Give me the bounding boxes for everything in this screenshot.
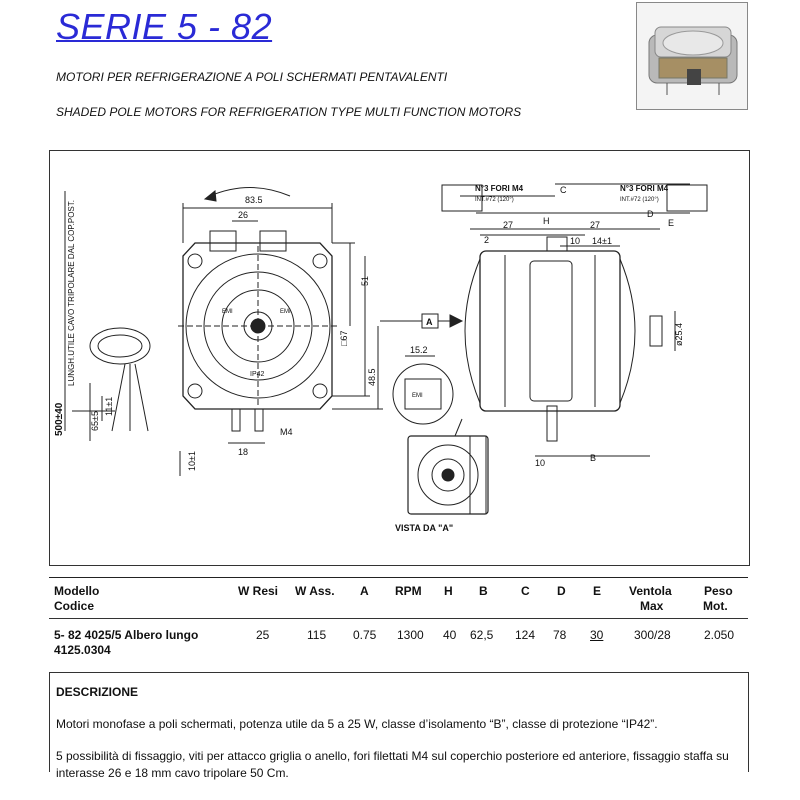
cell-d: 78 xyxy=(553,628,567,642)
frame-left xyxy=(49,672,50,772)
cell-modello: 5- 82 4025/5 Albero lungo xyxy=(54,628,199,642)
dim-10: 10±1 xyxy=(187,451,197,471)
table-row: 5- 82 4025/5 Albero lungo 4125.0304 25 1… xyxy=(49,619,748,657)
col-ventola-max: Max xyxy=(640,599,664,613)
dim-18: 18 xyxy=(238,447,248,457)
int-left: INT.#72 (120°) xyxy=(475,197,514,203)
col-peso-mot: Mot. xyxy=(703,599,728,613)
dim-m4: M4 xyxy=(280,427,293,437)
dim-48-5: 48.5 xyxy=(367,368,377,386)
label-ip: IP42 xyxy=(250,371,265,378)
int-right: INT.#72 (120°) xyxy=(620,197,659,203)
dim-d: D xyxy=(647,209,654,219)
description-title: DESCRIZIONE xyxy=(56,685,139,699)
col-b: B xyxy=(479,584,488,598)
cell-rpm: 1300 xyxy=(397,628,424,642)
frame-right xyxy=(748,672,749,772)
dim-83-5: 83.5 xyxy=(245,195,263,205)
dim-cable-length: 500±40 xyxy=(54,402,65,436)
col-rpm: RPM xyxy=(395,584,422,598)
arrow-a-label: A xyxy=(426,317,433,327)
cell-h: 40 xyxy=(443,628,457,642)
cell-e: 30 xyxy=(590,628,604,642)
dim-c: C xyxy=(560,185,567,195)
cell-w-resi: 25 xyxy=(256,628,270,642)
col-e: E xyxy=(593,584,602,598)
cell-codice: 4125.0304 xyxy=(54,643,111,657)
col-peso: Peso xyxy=(704,584,733,598)
view-a-label: VISTA DA "A" xyxy=(395,523,453,533)
divider xyxy=(49,672,748,673)
cell-b: 62,5 xyxy=(470,628,494,642)
col-codice: Codice xyxy=(54,599,95,613)
label-emi-1: EMI xyxy=(222,309,233,315)
description-paragraph-1: Motori monofase a poli schermati, potenz… xyxy=(56,717,658,731)
col-ventola: Ventola xyxy=(629,584,672,598)
motor-photo xyxy=(636,2,748,110)
dim-h: H xyxy=(543,216,550,226)
label-emi-2: EMI xyxy=(280,309,291,315)
dim-27-right: 27 xyxy=(590,220,600,230)
col-modello: Modello xyxy=(54,584,100,598)
series-title: SERIE 5 - 82 xyxy=(56,6,273,47)
subtitle-italian: MOTORI PER REFRIGERAZIONE A POLI SCHERMA… xyxy=(56,70,448,84)
description-paragraph-2: 5 possibilità di fissaggio, viti per att… xyxy=(56,749,729,780)
holes-right: N°3 FORI M4 xyxy=(620,184,669,193)
col-w-ass: W Ass. xyxy=(295,584,335,598)
dim-26: 26 xyxy=(238,210,248,220)
dim-b: B xyxy=(590,453,596,463)
dim-10-bottom: 10 xyxy=(535,458,545,468)
col-a: A xyxy=(360,584,369,598)
table-header: Modello Codice W Resi W Ass. A RPM H B C… xyxy=(49,578,748,618)
spec-table: Modello Codice W Resi W Ass. A RPM H B C… xyxy=(49,577,748,657)
cell-w-ass: 115 xyxy=(307,628,327,642)
cell-a: 0.75 xyxy=(353,628,377,642)
label-emi-3: EMI xyxy=(412,393,423,399)
dim-51: 51 xyxy=(360,276,370,286)
dim-e: E xyxy=(668,218,674,228)
subtitle-english: SHADED POLE MOTORS FOR REFRIGERATION TYP… xyxy=(56,105,522,119)
col-w-resi: W Resi xyxy=(238,584,279,598)
cell-ventola: 300/28 xyxy=(634,628,671,642)
holes-left: N°3 FORI M4 xyxy=(475,184,524,193)
col-h: H xyxy=(444,584,453,598)
dim-10-top: 10 xyxy=(570,236,580,246)
dim-65: 65±5 xyxy=(90,411,100,431)
dim-27-left: 27 xyxy=(503,220,513,230)
technical-drawing: 83.5 26 51 □67 48.5 M4 18 10±1 11±1 65±5… xyxy=(49,150,750,566)
dim-25-4: ø25.4 xyxy=(674,323,684,346)
dim-11: 11±1 xyxy=(104,397,114,416)
col-c: C xyxy=(521,584,530,598)
dim-67: □67 xyxy=(339,331,349,346)
cell-c: 124 xyxy=(515,628,536,642)
dim-14: 14±1 xyxy=(592,236,612,246)
dim-15-2: 15.2 xyxy=(410,345,428,355)
cable-note: LUNGH.UTILE CAVO TRIPOLARE DAL COP.POST. xyxy=(67,200,76,386)
col-d: D xyxy=(557,584,566,598)
dim-2: 2 xyxy=(484,235,489,245)
cell-peso: 2.050 xyxy=(704,628,735,642)
